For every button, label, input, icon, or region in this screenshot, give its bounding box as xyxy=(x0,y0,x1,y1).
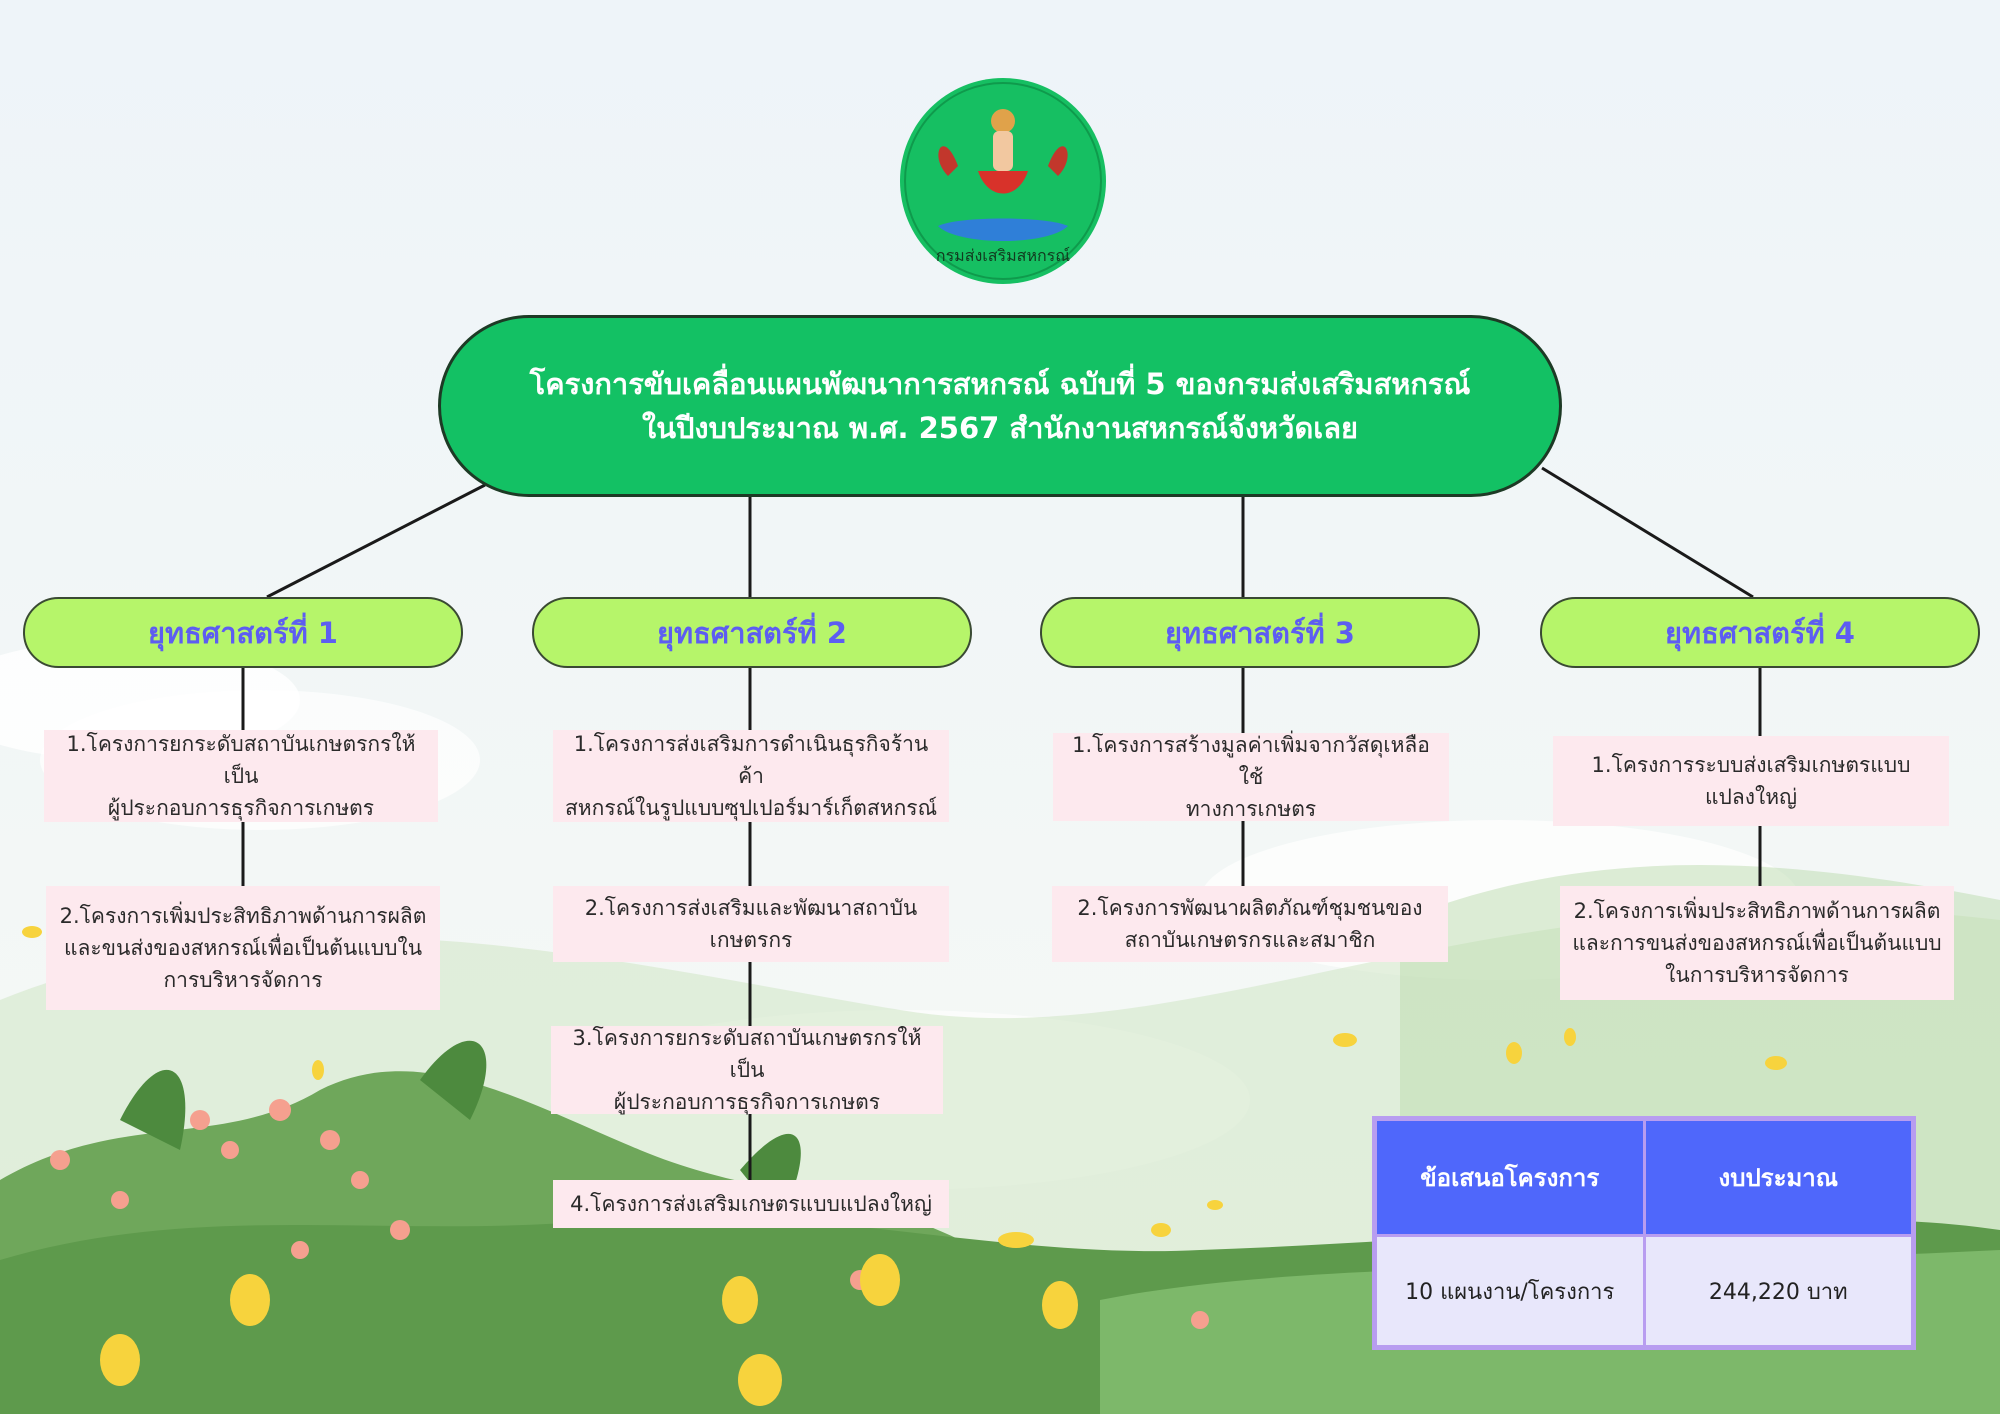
project-text-line: 4.โครงการส่งเสริมเกษตรแบบแปลงใหญ่ xyxy=(570,1192,932,1216)
budget-project-count: 10 แผนงาน/โครงการ xyxy=(1373,1234,1646,1349)
project-text-line: ในการบริหารจัดการ xyxy=(1665,963,1849,987)
project-text-line: เกษตรกร xyxy=(709,928,793,952)
project-text-line: แปลงใหญ่ xyxy=(1705,785,1797,809)
project-text-line: 2.โครงการเพิ่มประสิทธิภาพด้านการผลิต xyxy=(1573,899,1941,923)
budget-header-proposal: ข้อเสนอโครงการ xyxy=(1373,1117,1646,1237)
plan-title-line-1: โครงการขับเคลื่อนแผนพัฒนาการสหกรณ์ ฉบับท… xyxy=(529,367,1471,401)
strategy-1-pill: ยุทธศาสตร์ที่ 1 xyxy=(23,597,463,668)
cooperative-deity-emblem-icon: กรมส่งเสริมสหกรณ์ xyxy=(900,78,1106,284)
strategy-4-pill: ยุทธศาสตร์ที่ 4 xyxy=(1540,597,1980,668)
svg-text:กรมส่งเสริมสหกรณ์: กรมส่งเสริมสหกรณ์ xyxy=(936,246,1070,265)
project-text-line: และการขนส่งของสหกรณ์เพื่อเป็นต้นแบบ xyxy=(1572,931,1942,955)
project-text-line: ผู้ประกอบการธุรกิจการเกษตร xyxy=(613,1090,881,1114)
project-text-line: 2.โครงการส่งเสริมและพัฒนาสถาบัน xyxy=(584,896,918,920)
strategy-3-pill: ยุทธศาสตร์ที่ 3 xyxy=(1040,597,1480,668)
budget-table: ข้อเสนอโครงการ งบประมาณ 10 แผนงาน/โครงกา… xyxy=(1372,1116,1916,1350)
budget-amount: 244,220 บาท xyxy=(1642,1234,1915,1349)
strategy-3-project-1: 1.โครงการสร้างมูลค่าเพิ่มจากวัสดุเหลือใช… xyxy=(1053,733,1449,821)
strategy-1-project-1: 1.โครงการยกระดับสถาบันเกษตรกรให้เป็น ผู้… xyxy=(44,730,438,822)
project-text-line: สหกรณ์ในรูปแบบซุปเปอร์มาร์เก็ตสหกรณ์ xyxy=(564,796,938,820)
strategy-4-project-2: 2.โครงการเพิ่มประสิทธิภาพด้านการผลิต และ… xyxy=(1560,886,1954,1000)
project-text-line: 1.โครงการส่งเสริมการดำเนินธุรกิจร้านค้า xyxy=(573,732,929,788)
table-row: 10 แผนงาน/โครงการ 244,220 บาท xyxy=(1373,1234,1915,1349)
strategy-2-project-3: 3.โครงการยกระดับสถาบันเกษตรกรให้เป็น ผู้… xyxy=(551,1026,943,1114)
strategy-2-project-4: 4.โครงการส่งเสริมเกษตรแบบแปลงใหญ่ xyxy=(553,1180,949,1228)
project-text-line: การบริหารจัดการ xyxy=(163,968,323,992)
project-text-line: 3.โครงการยกระดับสถาบันเกษตรกรให้เป็น xyxy=(572,1026,922,1082)
plan-title-line-2: ในปีงบประมาณ พ.ศ. 2567 สำนักงานสหกรณ์จัง… xyxy=(642,411,1358,445)
budget-table-header-row: ข้อเสนอโครงการ งบประมาณ xyxy=(1373,1117,1915,1237)
strategy-1-project-2: 2.โครงการเพิ่มประสิทธิภาพด้านการผลิต และ… xyxy=(46,886,440,1010)
project-text-line: 1.โครงการสร้างมูลค่าเพิ่มจากวัสดุเหลือใช… xyxy=(1072,733,1430,789)
project-text-line: และขนส่งของสหกรณ์เพื่อเป็นต้นแบบใน xyxy=(63,936,423,960)
project-text-line: 2.โครงการเพิ่มประสิทธิภาพด้านการผลิต xyxy=(59,904,427,928)
project-text-line: ผู้ประกอบการธุรกิจการเกษตร xyxy=(107,796,375,820)
project-text-line: 1.โครงการยกระดับสถาบันเกษตรกรให้เป็น xyxy=(66,732,416,788)
project-text-line: ทางการเกษตร xyxy=(1185,797,1317,821)
strategy-3-project-2: 2.โครงการพัฒนาผลิตภัณฑ์ชุมชนของ สถาบันเก… xyxy=(1052,886,1448,962)
project-text-line: 1.โครงการระบบส่งเสริมเกษตรแบบ xyxy=(1591,753,1911,777)
strategy-2-project-2: 2.โครงการส่งเสริมและพัฒนาสถาบัน เกษตรกร xyxy=(553,886,949,962)
strategy-2-project-1: 1.โครงการส่งเสริมการดำเนินธุรกิจร้านค้า … xyxy=(553,730,949,822)
project-text-line: สถาบันเกษตรกรและสมาชิก xyxy=(1124,928,1376,952)
project-text-line: 2.โครงการพัฒนาผลิตภัณฑ์ชุมชนของ xyxy=(1077,896,1423,920)
plan-title: โครงการขับเคลื่อนแผนพัฒนาการสหกรณ์ ฉบับท… xyxy=(438,315,1562,497)
strategy-2-pill: ยุทธศาสตร์ที่ 2 xyxy=(532,597,972,668)
budget-header-amount: งบประมาณ xyxy=(1642,1117,1915,1237)
strategy-4-project-1: 1.โครงการระบบส่งเสริมเกษตรแบบ แปลงใหญ่ xyxy=(1553,736,1949,826)
